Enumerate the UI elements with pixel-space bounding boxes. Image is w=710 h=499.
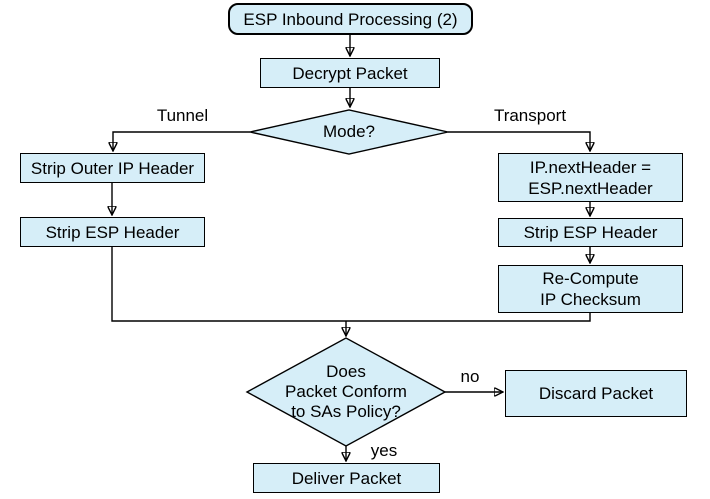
- node-strip-esp-header-right: Strip ESP Header: [498, 218, 683, 247]
- node-strip-esp-header-left: Strip ESP Header: [20, 217, 205, 247]
- node-line: Re-Compute: [542, 269, 639, 288]
- node-deliver-packet: Deliver Packet: [253, 463, 440, 493]
- node-discard-packet: Discard Packet: [505, 370, 687, 417]
- node-ip-nextheader: IP.nextHeader = ESP.nextHeader: [498, 153, 683, 202]
- connector-tunnel: [113, 131, 250, 151]
- node-line: ESP.nextHeader: [528, 178, 653, 198]
- node-esp-inbound-processing: ESP Inbound Processing (2): [228, 3, 473, 35]
- edge-label-yes: yes: [370, 441, 398, 460]
- node-line: IP Checksum: [540, 290, 641, 309]
- node-decrypt-packet: Decrypt Packet: [260, 58, 440, 88]
- branch-label-transport: Transport: [493, 106, 567, 125]
- policy-decision-diamond: [245, 337, 447, 447]
- node-line: IP.nextHeader =: [529, 157, 652, 177]
- edge-label-no: no: [460, 367, 480, 386]
- connector-merge: [111, 247, 591, 322]
- connector-transport: [448, 131, 590, 151]
- branch-label-tunnel: Tunnel: [156, 106, 209, 125]
- mode-decision-diamond: [249, 109, 449, 155]
- node-strip-outer-ip-header: Strip Outer IP Header: [20, 153, 205, 183]
- node-recompute-ip-checksum: Re-Compute IP Checksum: [498, 265, 683, 313]
